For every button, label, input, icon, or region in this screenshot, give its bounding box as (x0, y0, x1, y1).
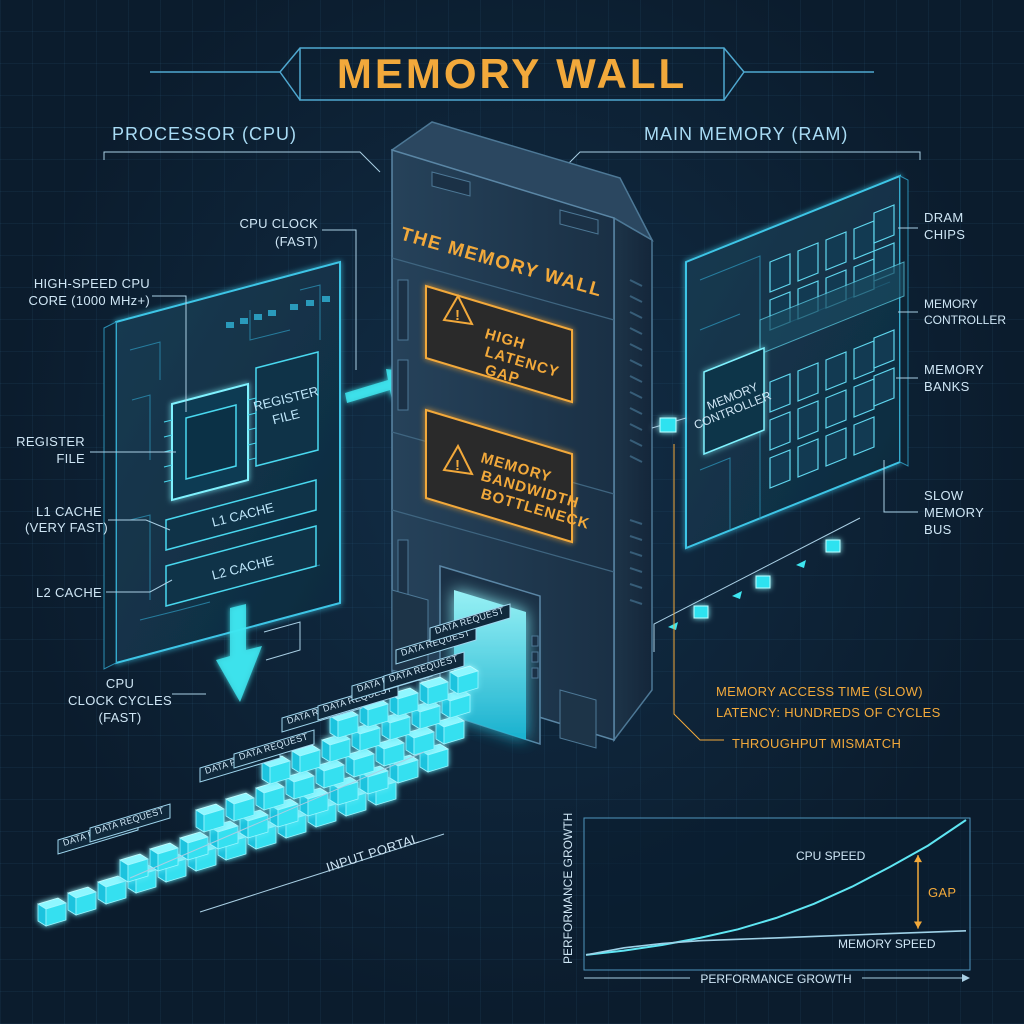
ram-section-header: MAIN MEMORY (RAM) (644, 124, 848, 144)
data-packet-cube (225, 792, 255, 822)
warning-panel-latency: ! HIGH LATENCY GAP (425, 284, 573, 404)
memory-controller-label-line2: CONTROLLER (924, 313, 1006, 327)
data-packet-cube (195, 803, 225, 833)
legend-memory-speed: MEMORY SPEED (838, 937, 936, 951)
data-packet-cube (435, 715, 465, 745)
l1-cache-label-line2: (VERY FAST) (25, 520, 108, 535)
memory-controller-label-line1: MEMORY (924, 297, 978, 311)
cpu-section-header: PROCESSOR (CPU) (112, 124, 297, 144)
l1-cache-label-line1: L1 CACHE (36, 504, 102, 519)
portal-leader-bottom (199, 833, 445, 913)
performance-chart: CPU SPEED MEMORY SPEED GAP PERFORMANCE GRO… (561, 813, 971, 986)
chart-x-label: PERFORMANCE GROWTH (700, 972, 851, 986)
cpu-core-label-line1: HIGH-SPEED CPU (34, 276, 150, 291)
board-register-line2: FILE (271, 406, 302, 427)
data-packet-cube (255, 781, 285, 811)
portal-leader-top (129, 751, 425, 879)
memory-bus-label-line3: BUS (924, 522, 952, 537)
l2-cache-label: L2 CACHE (36, 585, 102, 600)
data-packet-cube (315, 759, 345, 789)
data-packet-cube (329, 709, 359, 739)
l1-cache-bar: L1 CACHE (165, 479, 317, 551)
data-packet-cube (37, 897, 67, 927)
data-packet-cube (419, 676, 449, 706)
mismatch-note: THROUGHPUT MISMATCH (732, 736, 901, 751)
data-packet-cube (405, 726, 435, 756)
clock-cycles-label-line3: (FAST) (99, 710, 142, 725)
cpu-clock-label-line2: (FAST) (275, 234, 318, 249)
warning-icon (442, 293, 474, 326)
data-packet-cube (449, 665, 479, 695)
data-packet-cube (359, 698, 389, 728)
data-packet-cube (97, 875, 127, 905)
data-request-tag: DATA REQUEST (89, 803, 171, 843)
memory-bus-label-line1: SLOW (924, 488, 964, 503)
memory-bank-chips (769, 329, 895, 489)
title-banner: MEMORY WALL (150, 47, 874, 101)
data-packet-cube (67, 886, 97, 916)
ram-board: MEMORY CONTROLLER (685, 174, 909, 550)
warning-panel-bandwidth: ! MEMORY BANDWIDTH BOTTLENECK (425, 408, 592, 544)
ram-header-bracket (559, 151, 921, 173)
chart-y-label: PERFORMANCE GROWTH (561, 813, 575, 964)
svg-text:!: ! (455, 307, 461, 324)
svg-text:!: ! (455, 457, 461, 474)
slow-memory-bus (653, 517, 861, 652)
memory-controller-chip: MEMORY CONTROLLER (692, 346, 773, 456)
bus-data-packet (755, 575, 771, 589)
gap-label: GAP (928, 885, 956, 900)
data-packet-cube (179, 831, 209, 861)
clock-cycles-arrow (216, 604, 262, 702)
data-packet-cube (299, 787, 329, 817)
data-packet-cube (285, 770, 315, 800)
memory-banks-label-line1: MEMORY (924, 362, 984, 377)
latency-note: LATENCY: HUNDREDS OF CYCLES (716, 705, 941, 720)
clock-cycles-label-line2: CLOCK CYCLES (68, 693, 172, 708)
register-file-label-line1: REGISTER (16, 434, 85, 449)
ram-to-wall-packet (651, 417, 687, 433)
data-packet-cube (261, 755, 291, 785)
clock-cycles-label-line1: CPU (106, 676, 134, 691)
data-packet-cube (441, 689, 471, 719)
dram-chips (769, 204, 895, 331)
mismatch-leader (673, 444, 724, 741)
memory-banks-label-line2: BANKS (924, 379, 970, 394)
cpu-core-chip (163, 382, 257, 502)
legend-cpu-speed: CPU SPEED (796, 849, 866, 863)
data-packet-cube (149, 842, 179, 872)
data-packet-cube (389, 754, 419, 784)
input-portal-label: INPUT PORTAL (324, 831, 421, 875)
data-packet-cube (329, 776, 359, 806)
l2-cache-bar: L2 CACHE (165, 525, 317, 607)
access-time-note: MEMORY ACCESS TIME (SLOW) (716, 684, 923, 699)
dram-chips-label-line2: CHIPS (924, 227, 965, 242)
data-packet-cube (209, 820, 239, 850)
bus-data-packet (825, 539, 841, 553)
data-packet-cube (411, 700, 441, 730)
data-packet-cube (389, 687, 419, 717)
cpu-header-bracket (103, 151, 381, 173)
dram-chips-label-line1: DRAM (924, 210, 963, 225)
series-line-cpu-speed (585, 819, 967, 956)
series-line-memory-speed (585, 930, 967, 956)
bus-data-packet (693, 605, 709, 619)
page-title: MEMORY WALL (337, 50, 687, 97)
data-packet-cube (359, 765, 389, 795)
register-file-label-line2: FILE (56, 451, 85, 466)
memory-bus-label-line2: MEMORY (924, 505, 984, 520)
register-file-block: REGISTER FILE (252, 351, 320, 467)
data-packet-cube (291, 744, 321, 774)
data-packet-cube (419, 743, 449, 773)
chart-plot-area: CPU SPEED MEMORY SPEED GAP (585, 819, 967, 956)
cpu-core-label-line2: CORE (1000 MHz+) (29, 293, 150, 308)
warning-icon (442, 443, 474, 476)
cpu-clock-label-line1: CPU CLOCK (239, 216, 318, 231)
